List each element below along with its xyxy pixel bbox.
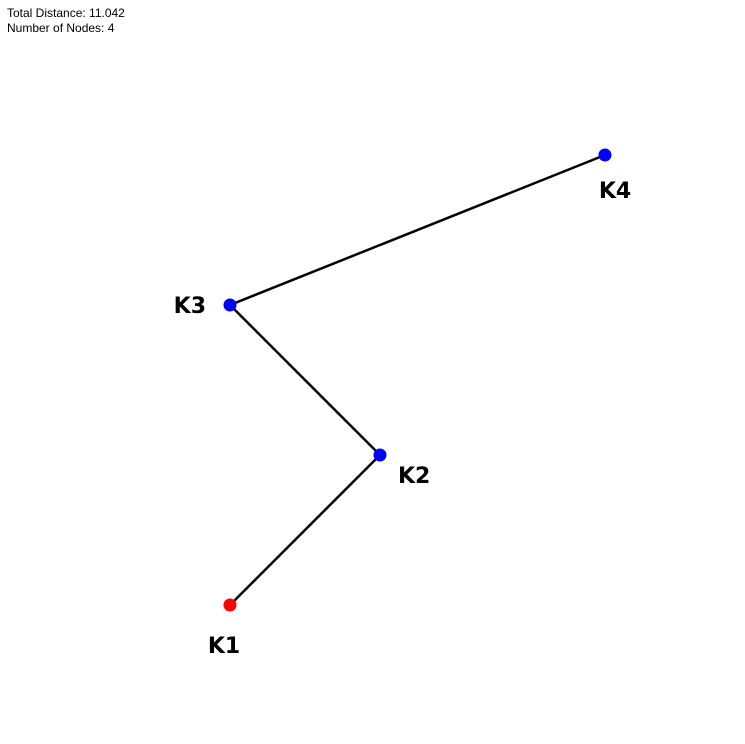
edge-k1-k2 xyxy=(228,453,382,607)
node-k4[interactable] xyxy=(598,148,612,162)
edge-k3-k4 xyxy=(228,153,607,307)
node-k3[interactable] xyxy=(223,298,237,312)
route-stats: Total Distance: 11.042 Number of Nodes: … xyxy=(7,6,125,36)
node-k1[interactable] xyxy=(223,598,237,612)
nodes-layer xyxy=(223,148,612,612)
edges-layer xyxy=(228,153,607,607)
labels-layer: K1 K2 K3 K4 xyxy=(174,179,632,659)
node-count-text: Number of Nodes: 4 xyxy=(7,21,115,35)
node-k2[interactable] xyxy=(373,448,387,462)
node-label-k2: K2 xyxy=(398,464,430,489)
total-distance-text: Total Distance: 11.042 xyxy=(7,6,125,20)
node-label-k4: K4 xyxy=(599,179,631,204)
node-label-k3: K3 xyxy=(174,294,206,319)
node-label-k1: K1 xyxy=(208,634,240,659)
edge-k2-k3 xyxy=(228,303,382,457)
